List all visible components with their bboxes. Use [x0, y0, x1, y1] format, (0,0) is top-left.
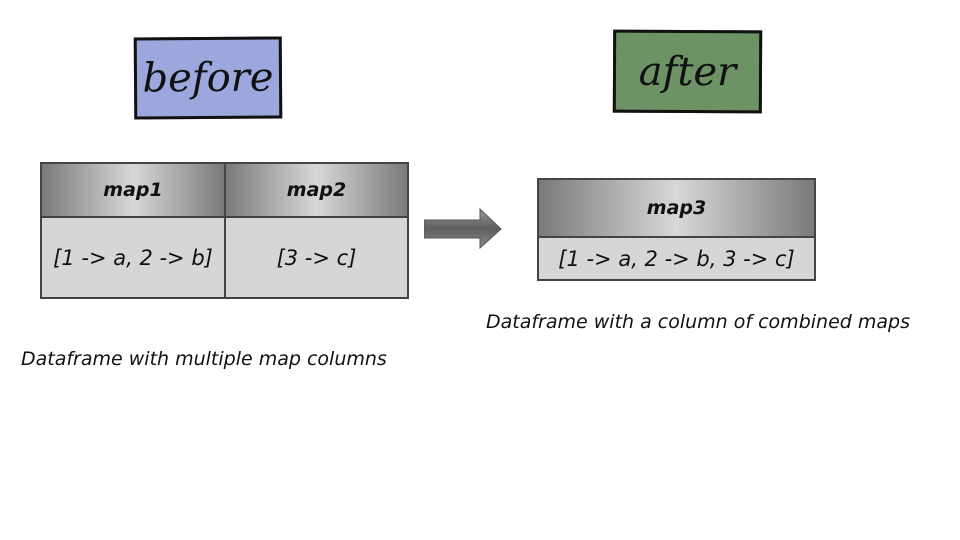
column-header-map1: map1	[42, 164, 226, 218]
after-caption: Dataframe with a column of combined maps	[486, 311, 910, 333]
after-label-box: after	[612, 29, 763, 114]
after-label: after	[638, 48, 737, 95]
cell-map3-value: [1 -> a, 2 -> b, 3 -> c]	[558, 246, 795, 271]
right-arrow-icon	[424, 208, 502, 250]
before-label-box: before	[133, 36, 283, 120]
before-caption: Dataframe with multiple map columns	[21, 348, 387, 370]
after-dataframe-table: map3 [1 -> a, 2 -> b, 3 -> c]	[537, 178, 816, 281]
before-label: before	[142, 54, 274, 102]
column-header-map2: map2	[226, 164, 407, 218]
cell-map2-value: [3 -> c]	[276, 245, 357, 270]
column-header-map3: map3	[539, 180, 814, 238]
before-dataframe-table: map1 map2 [1 -> a, 2 -> b] [3 -> c]	[40, 162, 409, 299]
cell-map1-value: [1 -> a, 2 -> b]	[42, 218, 226, 297]
